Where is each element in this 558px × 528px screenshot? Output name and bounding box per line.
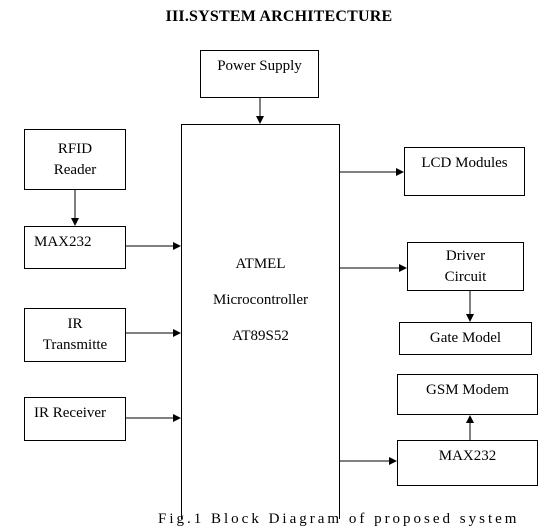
lcd-modules-block: LCD Modules [404, 147, 525, 196]
power-supply-label: Power Supply [217, 58, 302, 74]
gate-model-label: Gate Model [429, 330, 502, 346]
power-supply-block: Power Supply [200, 50, 319, 98]
ir-transmitter-label-line2: Transmitte [42, 337, 108, 353]
ir-transmitter-label-line1: IR [67, 316, 83, 332]
rfid-reader-label-line1: RFID [57, 140, 93, 157]
figure-caption: Fig.1 Block Diagram of proposed system [158, 511, 520, 527]
rfid-reader-block: RFID Reader [24, 129, 126, 190]
max232-left-label: MAX232 [34, 234, 92, 250]
microcontroller-block: ATMEL Microcontroller AT89S52 [181, 124, 340, 519]
microcontroller-label-line3: AT89S52 [232, 328, 289, 344]
rfid-reader-label-line2: Reader [53, 161, 97, 178]
microcontroller-label-line2: Microcontroller [213, 292, 308, 308]
ir-receiver-label: IR Receiver [34, 405, 107, 421]
gsm-modem-block: GSM Modem [397, 374, 538, 415]
microcontroller-label-line1: ATMEL [235, 256, 286, 272]
driver-circuit-label-line1: Driver [445, 247, 486, 264]
max232-left-block: MAX232 [24, 226, 126, 269]
max232-right-block: MAX232 [397, 440, 538, 486]
lcd-modules-label: LCD Modules [421, 155, 508, 171]
gsm-modem-label: GSM Modem [426, 382, 509, 398]
gate-model-block: Gate Model [399, 322, 532, 355]
driver-circuit-label-line2: Circuit [444, 268, 487, 285]
ir-receiver-block: IR Receiver [24, 397, 126, 441]
ir-transmitter-block: IR Transmitte [24, 308, 126, 362]
section-title: III.SYSTEM ARCHITECTURE [165, 8, 393, 25]
driver-circuit-block: Driver Circuit [407, 242, 524, 291]
max232-right-label: MAX232 [438, 448, 497, 464]
